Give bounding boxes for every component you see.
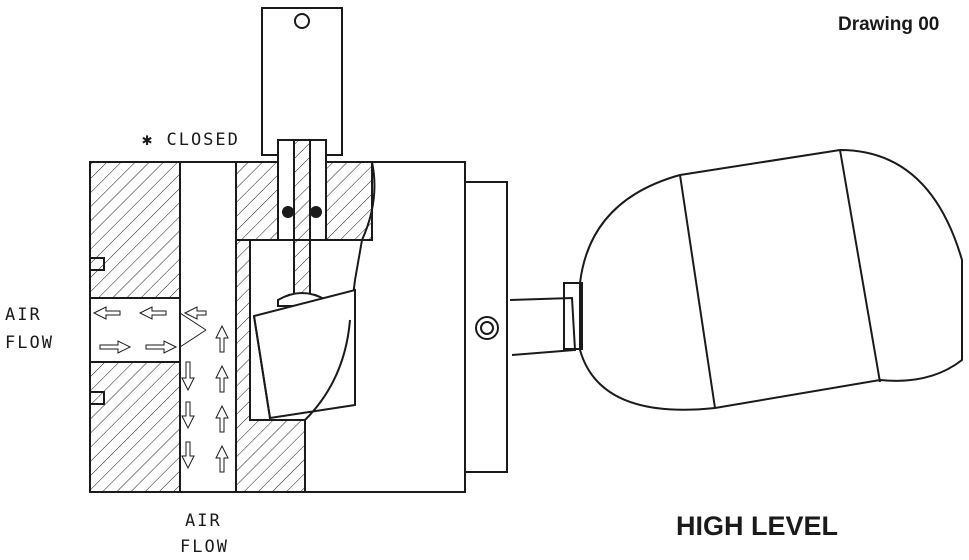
housing-outer — [304, 161, 508, 493]
float-ball — [579, 148, 963, 411]
airflow-bottom-line1: AIR — [185, 511, 222, 531]
airflow-bottom-line2: FLOW — [180, 537, 229, 557]
valve-handle — [261, 7, 343, 156]
airflow-left-line2: FLOW — [5, 333, 54, 353]
valve-stem — [277, 139, 327, 307]
vertical-bore — [179, 161, 237, 493]
airflow-left-line1: AIR — [5, 305, 42, 325]
valve-state-label: ✱ CLOSED — [142, 130, 240, 150]
housing-center-section — [235, 161, 376, 493]
drawing-number: Drawing 00 — [838, 14, 939, 35]
float-rod — [509, 282, 583, 356]
state-label: HIGH LEVEL — [676, 511, 838, 541]
seat-wedge — [252, 288, 356, 420]
airflow-arrows — [92, 306, 229, 473]
